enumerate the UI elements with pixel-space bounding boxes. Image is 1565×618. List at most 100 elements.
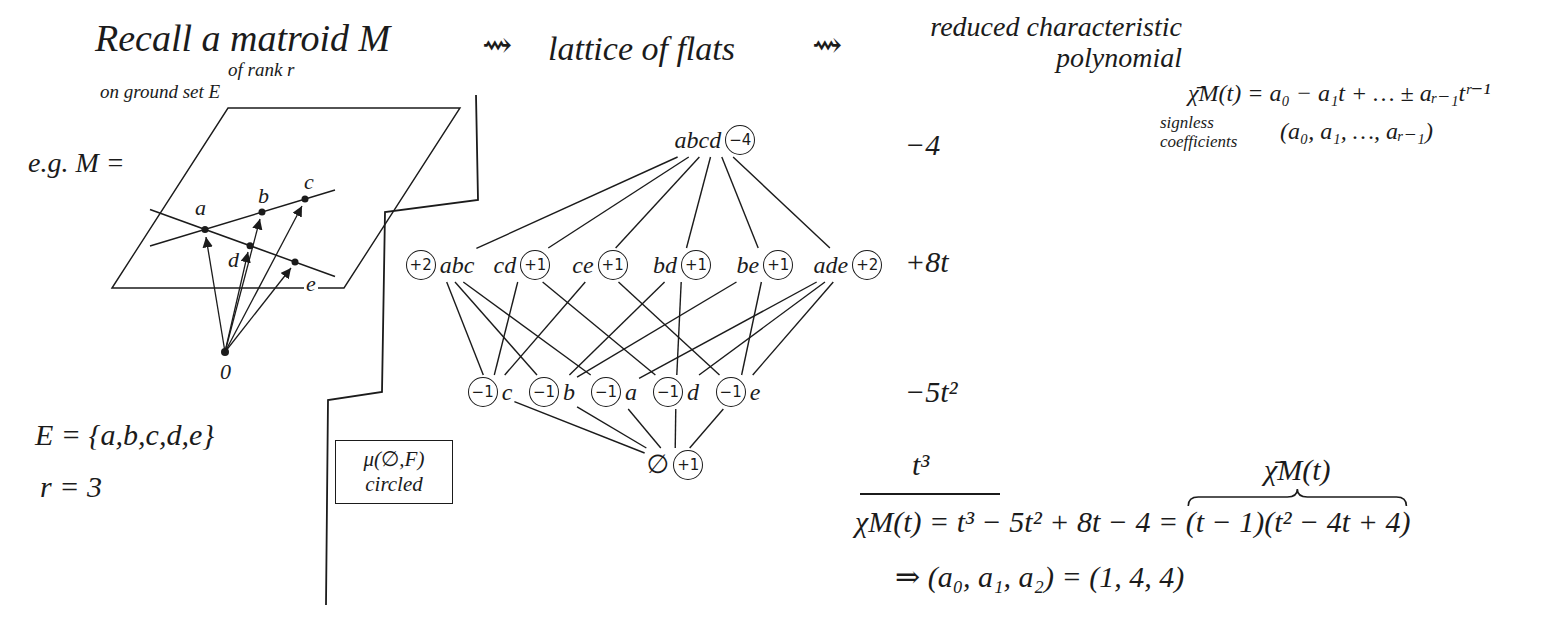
hasse-edge (463, 282, 590, 375)
flat-node: e−1 (716, 377, 761, 407)
polynomial-term: +8t (905, 245, 949, 278)
flat-node: ∅+1 (647, 450, 704, 480)
point-dot (302, 196, 309, 203)
note-text: signless coefficients (1160, 114, 1260, 151)
flat-name: a (625, 379, 637, 405)
point-dot (247, 242, 254, 249)
hasse-edge (733, 157, 830, 248)
plane-outline (112, 108, 460, 288)
line-abc (150, 190, 335, 246)
flat-node: abcd−4 (675, 125, 756, 155)
point-dot (292, 259, 299, 266)
hasse-edge (618, 282, 719, 375)
hasse-edge (455, 282, 537, 375)
hasse-edge (577, 282, 736, 377)
sum-underline (860, 493, 1000, 495)
line-ade (150, 210, 335, 277)
mobius-value-circle: +1 (763, 250, 793, 280)
hasse-edge (628, 409, 661, 448)
heading-text: lattice of flats (548, 30, 735, 67)
hasse-edge (616, 157, 700, 248)
formula: χ̄M(t) = a₀ − a₁t + … ± aᵣ₋₁tʳ⁻¹ (1188, 80, 1490, 106)
point-dot (202, 226, 209, 233)
formula: r = 3 (40, 470, 102, 503)
origin-label: 0 (218, 360, 233, 384)
flat-name: bd (653, 252, 677, 278)
hasse-edge (686, 157, 710, 248)
flat-name: abcd (675, 127, 722, 153)
formula: χM(t) = t³ − 5t² + 8t − 4 = (t − 1)(t² −… (855, 505, 1410, 538)
hasse-edge (699, 282, 825, 375)
vector-arrow (225, 219, 260, 352)
mobius-value-circle: +2 (406, 250, 436, 280)
hasse-edge (514, 402, 644, 453)
hasse-edge (548, 157, 689, 248)
flat-node: b−1 (529, 377, 575, 407)
flat-name: d (687, 379, 699, 405)
flat-name: be (737, 252, 760, 278)
mobius-value-circle: +1 (520, 250, 550, 280)
mobius-value-circle: +1 (681, 250, 711, 280)
flat-name: ade (814, 252, 849, 278)
mobius-value-circle: −1 (529, 377, 559, 407)
point-label: a (193, 196, 208, 220)
mobius-value-circle: −1 (716, 377, 746, 407)
hasse-edge (722, 157, 758, 248)
mobius-value-circle: −1 (591, 377, 621, 407)
squiggle-arrow: ⇝ (482, 26, 512, 66)
flat-name: b (563, 379, 575, 405)
hasse-edge (742, 282, 762, 375)
point-label: b (256, 184, 271, 208)
flat-node: d−1 (653, 377, 699, 407)
mobius-value-circle: −1 (653, 377, 683, 407)
flat-node: ade+2 (814, 250, 883, 280)
flat-node: be+1 (737, 250, 794, 280)
hasse-edge (505, 282, 586, 375)
flat-node: a−1 (591, 377, 637, 407)
flat-node: cd+1 (494, 250, 551, 280)
hasse-edge (675, 409, 677, 448)
formula: E = {a,b,c,d,e} (35, 418, 214, 451)
flat-node: bd+1 (653, 250, 711, 280)
hasse-edge (569, 282, 664, 375)
hasse-edge (494, 282, 517, 375)
flat-node: c−1 (468, 377, 513, 407)
flat-name: e (750, 379, 761, 405)
heading-text: Recall a matroid M (95, 18, 390, 60)
polynomial-term: −5t² (905, 375, 958, 408)
polynomial-term: t³ (912, 448, 929, 481)
heading-text: reduced characteristic polynomial (862, 12, 1182, 74)
flat-name: cd (494, 252, 517, 278)
formula: χ̄M(t) (1264, 453, 1331, 486)
divider-line (326, 95, 478, 605)
flat-name: abc (440, 252, 475, 278)
flat-name: ∅ (647, 451, 670, 480)
inserted-note: of rank r (228, 60, 295, 81)
flat-node: abc+2 (406, 250, 475, 280)
formula: (a₀, a₁, …, aᵣ₋₁) (1280, 118, 1433, 144)
note-text: μ(∅,F) circled (364, 447, 425, 496)
flat-node: ce+1 (572, 250, 627, 280)
vector-arrow (206, 237, 225, 352)
inserted-note: on ground set E (100, 82, 220, 103)
squiggle-arrow: ⇝ (812, 26, 842, 66)
mobius-value-circle: +1 (598, 250, 628, 280)
note-box: μ(∅,F) circled (335, 440, 453, 504)
flat-name: c (502, 379, 513, 405)
polynomial-term: −4 (905, 128, 940, 161)
mobius-value-circle: +1 (673, 450, 703, 480)
hasse-edge (543, 282, 656, 375)
hasse-edge (476, 157, 677, 248)
hasse-edge (690, 409, 724, 448)
hasse-edge (677, 282, 681, 375)
example-label: e.g. M = (28, 148, 125, 179)
point-label: d (226, 248, 241, 272)
point-dot (259, 209, 266, 216)
hasse-edge (753, 282, 834, 375)
point-label: e (304, 272, 318, 296)
mobius-value-circle: +2 (852, 250, 882, 280)
hasse-edge (639, 282, 817, 378)
mobius-value-circle: −1 (468, 377, 498, 407)
flat-name: ce (572, 252, 593, 278)
point-label: c (302, 170, 316, 194)
